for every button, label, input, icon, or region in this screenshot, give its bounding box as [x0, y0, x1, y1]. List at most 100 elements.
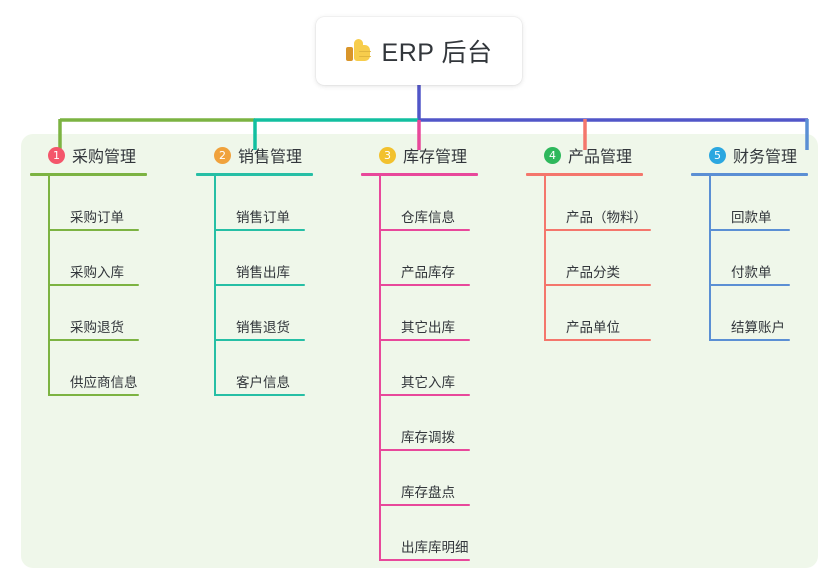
column-5: 5 财务管理回款单付款单结算账户 [691, 143, 808, 341]
list-item[interactable]: 产品分类 [544, 231, 651, 286]
column-1: 1 采购管理采购订单采购入库采购退货供应商信息 [30, 143, 147, 396]
list-item[interactable]: 采购入库 [48, 231, 147, 286]
list-item-label: 回款单 [731, 210, 772, 225]
column-header-1[interactable]: 1 采购管理 [30, 143, 147, 167]
list-item-label: 客户信息 [236, 375, 290, 390]
list-item-label: 产品分类 [566, 265, 620, 280]
column-header-2[interactable]: 2 销售管理 [196, 143, 313, 167]
list-item-rule [215, 229, 305, 231]
column-2: 2 销售管理销售订单销售出库销售退货客户信息 [196, 143, 313, 396]
list-item-rule [710, 339, 790, 341]
list-item-rule [215, 394, 305, 396]
list-item-label: 仓库信息 [401, 210, 455, 225]
column-header-rule [196, 173, 313, 176]
list-item[interactable]: 采购订单 [48, 176, 147, 231]
list-item[interactable]: 回款单 [709, 176, 808, 231]
list-item-rule [49, 339, 139, 341]
column-number-badge: 1 [48, 146, 65, 164]
list-item-rule [710, 284, 790, 286]
column-number-badge: 5 [709, 146, 726, 164]
list-item-label: 其它出库 [401, 320, 455, 335]
column-items: 销售订单销售出库销售退货客户信息 [196, 176, 313, 396]
column-header-5[interactable]: 5 财务管理 [691, 143, 808, 167]
column-title: 采购管理 [72, 149, 137, 166]
list-item-rule [215, 284, 305, 286]
list-item-rule [380, 559, 470, 561]
list-item-rule [380, 229, 470, 231]
column-4: 4 产品管理产品（物料） 产品分类产品单位 [526, 143, 651, 341]
list-item[interactable]: 其它出库 [379, 286, 478, 341]
list-item-rule [545, 229, 651, 231]
diagram-panel [21, 134, 818, 568]
list-item[interactable]: 出库库明细 [379, 506, 478, 561]
list-item-label: 其它入库 [401, 375, 455, 390]
list-item[interactable]: 库存调拨 [379, 396, 478, 451]
column-spine [379, 176, 381, 561]
list-item-rule [380, 339, 470, 341]
column-items: 回款单付款单结算账户 [691, 176, 808, 341]
list-item-label: 采购退货 [70, 320, 124, 335]
list-item[interactable]: 销售退货 [214, 286, 313, 341]
list-item[interactable]: 产品（物料） [544, 176, 651, 231]
list-item[interactable]: 采购退货 [48, 286, 147, 341]
list-item-rule [545, 339, 651, 341]
column-title: 产品管理 [568, 149, 633, 166]
list-item[interactable]: 库存盘点 [379, 451, 478, 506]
list-item-label: 销售出库 [236, 265, 290, 280]
list-item-rule [49, 229, 139, 231]
column-number-badge: 2 [214, 146, 231, 164]
column-spine [48, 176, 50, 396]
list-item-rule [215, 339, 305, 341]
list-item[interactable]: 产品单位 [544, 286, 651, 341]
list-item-label: 库存盘点 [401, 485, 455, 500]
column-title: 财务管理 [733, 149, 798, 166]
column-title: 销售管理 [238, 149, 303, 166]
list-item-rule [710, 229, 790, 231]
list-item-rule [380, 449, 470, 451]
list-item[interactable]: 销售订单 [214, 176, 313, 231]
list-item[interactable]: 仓库信息 [379, 176, 478, 231]
list-item[interactable]: 付款单 [709, 231, 808, 286]
page-title: ERP 后台 [381, 39, 493, 67]
list-item-label: 销售订单 [236, 210, 290, 225]
column-spine [214, 176, 216, 396]
column-header-rule [691, 173, 808, 176]
list-item-label: 付款单 [731, 265, 772, 280]
list-item-rule [380, 284, 470, 286]
list-item-label: 出库库明细 [401, 540, 469, 555]
list-item[interactable]: 供应商信息 [48, 341, 147, 396]
column-header-rule [30, 173, 147, 176]
list-item[interactable]: 客户信息 [214, 341, 313, 396]
column-items: 采购订单采购入库采购退货供应商信息 [30, 176, 147, 396]
column-header-4[interactable]: 4 产品管理 [526, 143, 647, 167]
list-item-rule [545, 284, 651, 286]
column-spine [544, 176, 546, 341]
thumbs-up-icon [345, 38, 373, 65]
column-items: 产品（物料） 产品分类产品单位 [526, 176, 651, 341]
list-item-label: 采购订单 [70, 210, 124, 225]
list-item-label: 销售退货 [236, 320, 290, 335]
list-item-label: 库存调拨 [401, 430, 455, 445]
root-node-card[interactable]: ERP 后台 [316, 17, 522, 85]
list-item-label: 采购入库 [70, 265, 124, 280]
column-title: 库存管理 [403, 149, 468, 166]
list-item-label: 结算账户 [731, 320, 785, 335]
list-item-label: 产品库存 [401, 265, 455, 280]
list-item-rule [380, 394, 470, 396]
list-item[interactable]: 结算账户 [709, 286, 808, 341]
list-item-label: 供应商信息 [70, 375, 138, 390]
column-spine [709, 176, 711, 341]
column-header-3[interactable]: 3 库存管理 [361, 143, 478, 167]
column-3: 3 库存管理仓库信息产品库存其它出库其它入库库存调拨库存盘点出库库明细 [361, 143, 478, 561]
list-item-rule [380, 504, 470, 506]
list-item[interactable]: 销售出库 [214, 231, 313, 286]
column-number-badge: 4 [544, 146, 561, 164]
column-number-badge: 3 [379, 146, 396, 164]
list-item-label: 产品单位 [566, 320, 620, 335]
list-item[interactable]: 产品库存 [379, 231, 478, 286]
list-item-label: 产品（物料） [566, 210, 647, 225]
list-item-rule [49, 394, 139, 396]
column-header-rule [526, 173, 643, 176]
list-item[interactable]: 其它入库 [379, 341, 478, 396]
